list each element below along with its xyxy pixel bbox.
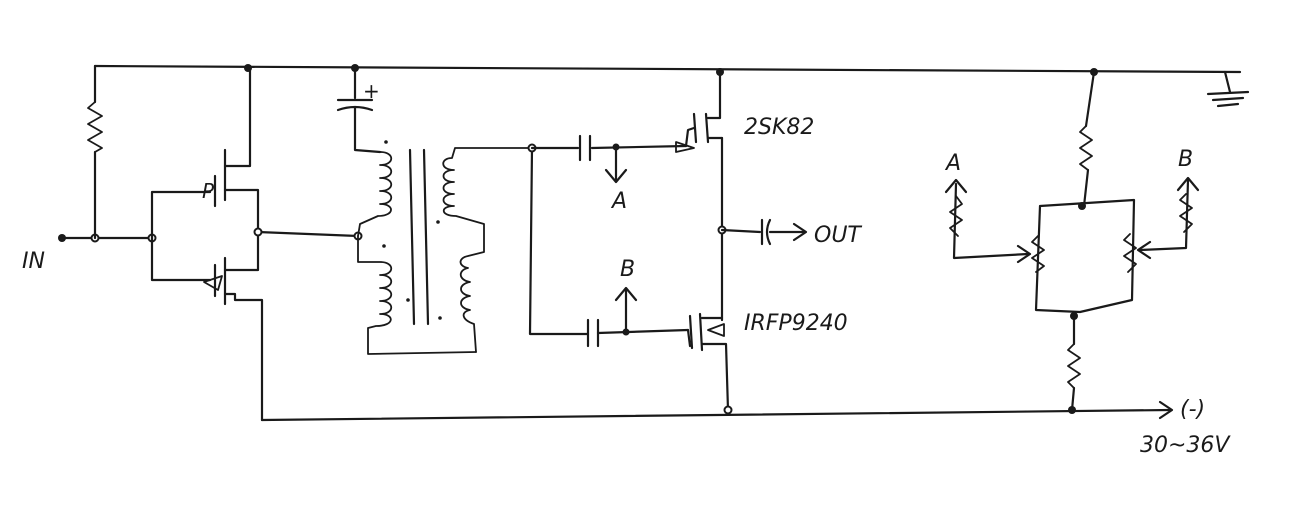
supply-voltage-label: 30~36V: [1140, 433, 1231, 458]
lower-gate-capacitor: [586, 318, 690, 348]
top-rail-junction-1: [244, 64, 252, 72]
node-a-label: A: [610, 189, 627, 214]
coupling-capacitor: +: [336, 66, 382, 154]
driver-transistor-upper: P: [202, 64, 260, 234]
top-rail-wire: [93, 64, 1242, 74]
driver-gate-wire: [150, 190, 212, 240]
pot-b-resistor: [1123, 233, 1137, 273]
p-mosfet-label: IRFP9240: [744, 311, 848, 336]
output-capacitor: [720, 218, 808, 246]
p-mosfet-irfp9240: [686, 312, 730, 412]
n-mosfet-2sk82: [675, 70, 724, 153]
bias-top-resistor: [1079, 70, 1096, 208]
pot-a-label: A: [944, 151, 961, 176]
input-bias-resistor: [87, 64, 103, 240]
pot-b-label: B: [1178, 147, 1193, 172]
output-label: OUT: [814, 223, 862, 248]
bias-bottom-resistor: [1067, 314, 1081, 412]
n-mosfet-label: 2SK82: [744, 115, 814, 140]
transformer: [357, 140, 533, 355]
pot-a-resistor: [1031, 235, 1045, 273]
bottom-rail-junction-2: [1068, 406, 1076, 414]
ground-icon: [1206, 70, 1250, 108]
negative-rail-arrow: [1158, 400, 1174, 420]
driver-output-junction: [253, 227, 263, 237]
input-label: IN: [22, 249, 45, 274]
svg-text:+: +: [363, 79, 380, 103]
driver-output-wire: [256, 230, 360, 238]
node-a-arrow: [604, 145, 628, 184]
pot-b-wiper: [1136, 176, 1200, 260]
driver-transistor-lower: [203, 230, 264, 422]
bottom-rail-wire: [260, 408, 1172, 422]
bottom-rail-junction-1: [723, 405, 733, 415]
output-stage-left-bus: [528, 146, 590, 336]
node-b-arrow: [614, 286, 638, 334]
pot-a-wiper: [944, 178, 1032, 264]
upper-gate-capacitor: [530, 134, 688, 162]
top-rail-junction-2: [351, 64, 359, 72]
driver-gate-wire-lower: [150, 236, 212, 282]
node-b-label: B: [620, 257, 635, 282]
bias-pot-frame: [1034, 198, 1136, 314]
negative-rail-label: (-): [1180, 397, 1205, 422]
top-rail-junction-4: [1090, 68, 1098, 76]
top-rail-junction-3: [716, 68, 724, 76]
svg-text:P: P: [202, 179, 215, 203]
